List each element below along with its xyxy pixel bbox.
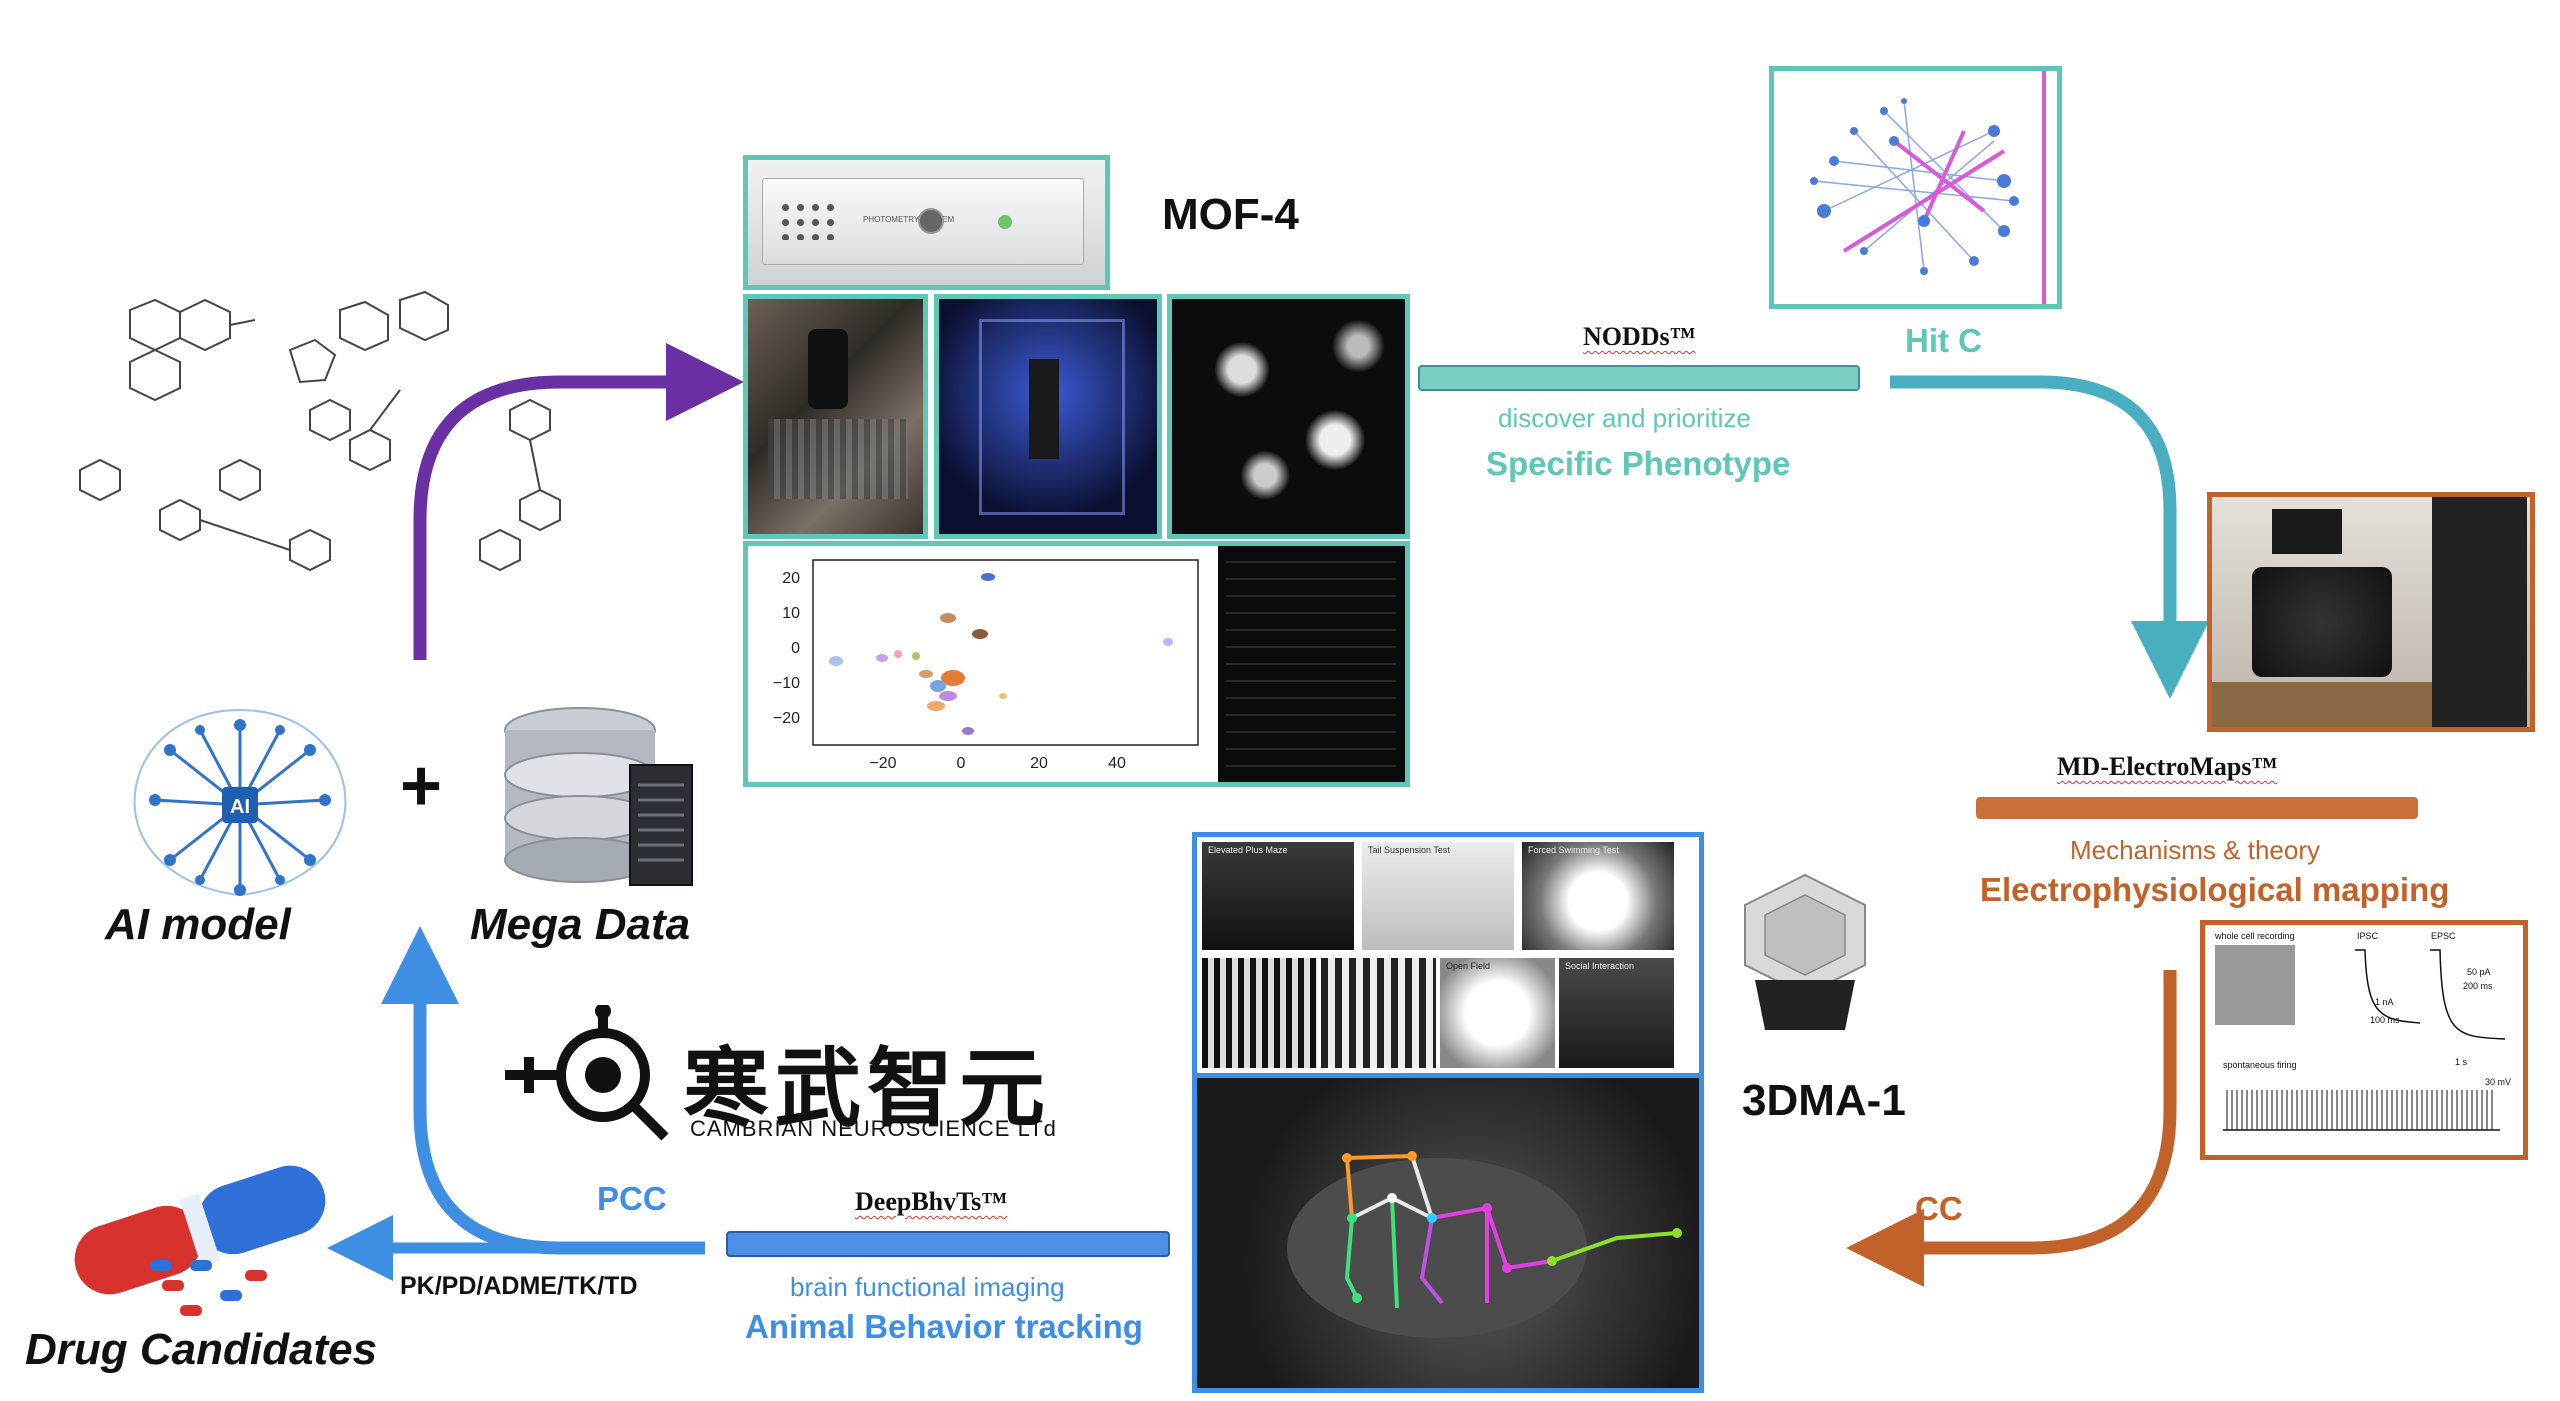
rig-photo-2 (934, 294, 1162, 539)
mv-label: 30 mV (2485, 1077, 2511, 1087)
behavior-test-label: Tail Suspension Test (1368, 845, 1450, 855)
nodds-title: NODDs™ (1583, 322, 1696, 351)
tsne-xtick: 40 (1108, 755, 1126, 772)
logo-chinese: 寒武智元 (683, 1039, 1051, 1139)
electromaps-highlight: Electrophysiological mapping (1980, 871, 2450, 908)
behavior-test-label: Social Interaction (1565, 961, 1635, 971)
tsne-ytick: 0 (791, 640, 800, 657)
tsne-xtick: −20 (869, 755, 896, 772)
purple-arrow (413, 343, 744, 660)
3dma-label: 3DMA-1 (1742, 1076, 1906, 1125)
pcc-label: PCC (597, 1180, 667, 1217)
plus-sign: + (400, 746, 443, 826)
device-text: PHOTOMETRY SYSTEM (863, 215, 955, 224)
spontaneous-label: spontaneous firing (2223, 1060, 2297, 1070)
mega-data-label: Mega Data (470, 900, 691, 949)
ai-brain-icon: AI (133, 708, 347, 897)
deepbhv-title: DeepBhvTs™ (855, 1187, 1008, 1216)
code-terminal (1218, 546, 1405, 782)
tsne-ytick: −20 (773, 710, 800, 727)
whole-cell-label: whole cell recording (2214, 931, 2295, 941)
electrophysiology-traces-image: whole cell recording IPSC EPSC 1 nA 100 … (2200, 920, 2528, 1160)
orange-arrow (1846, 970, 2177, 1287)
um-label: 20 μm (2219, 1029, 2244, 1039)
nodds-subtitle: discover and prioritize (1498, 403, 1751, 433)
cyan-arrow (1890, 375, 2209, 699)
ipsc-label: IPSC (2357, 931, 2379, 941)
deepbhv-subtitle: brain functional imaging (790, 1272, 1065, 1302)
ai-chip-text: AI (230, 796, 250, 818)
nodds-bar (1418, 365, 1860, 391)
deepbhv-highlight: Animal Behavior tracking (745, 1308, 1143, 1345)
tsne-xtick: 0 (957, 755, 966, 772)
electrophysiology-rig-photo (2207, 492, 2535, 732)
rig-photo-1 (743, 294, 928, 539)
electromaps-title: MD-ElectroMaps™ (2057, 752, 2278, 781)
tsne-ytick: 20 (782, 570, 800, 587)
ai-model-label: AI model (105, 900, 291, 949)
electromaps-subtitle: Mechanisms & theory (2070, 835, 2320, 865)
logo-english: CAMBRIAN NEUROSCIENCE LTd (690, 1116, 1057, 1141)
drug-candidates-label: Drug Candidates (25, 1325, 378, 1374)
mof4-label: MOF-4 (1162, 190, 1299, 239)
drug-pills-icon (74, 1165, 326, 1316)
behavior-test-label: Forced Swimming Test (1528, 845, 1619, 855)
database-icon (504, 707, 693, 886)
epsc-label: EPSC (2431, 931, 2456, 941)
network-graph-image (1769, 66, 2062, 309)
cc-label: CC (1915, 1190, 1963, 1227)
ms200-label: 200 ms (2463, 981, 2493, 991)
na-label: 1 nA (2375, 997, 2394, 1007)
tsne-plot: 20 10 0 −10 −20 −20 0 20 40 (743, 541, 1410, 787)
pa-label: 50 pA (2467, 967, 2491, 977)
behavior-test-label: Elevated Plus Maze (1208, 845, 1288, 855)
3dma-device-icon (1744, 873, 1866, 1030)
electromaps-bar (1976, 797, 2418, 819)
pose-tracking-image (1192, 1073, 1704, 1393)
molecule-structures-icon (79, 290, 561, 572)
deepbhv-bar (726, 1231, 1170, 1257)
hit-c-label: Hit C (1905, 322, 1982, 359)
behavior-test-label: Open Field (1446, 961, 1491, 971)
calcium-imaging-photo (1167, 294, 1410, 539)
s1-label: 1 s (2455, 1057, 2468, 1067)
tsne-ytick: 10 (782, 605, 800, 622)
cambrian-logo-icon (505, 1005, 669, 1141)
ms100-label: 100 ms (2370, 1015, 2400, 1025)
tsne-ytick: −10 (773, 675, 800, 692)
behavior-tests-grid: Elevated Plus Maze Tail Suspension Test … (1192, 832, 1704, 1082)
tsne-xtick: 20 (1030, 755, 1048, 772)
pk-label: PK/PD/ADME/TK/TD (400, 1272, 638, 1300)
photometry-device-image: PHOTOMETRY SYSTEM (743, 155, 1110, 290)
nodds-highlight: Specific Phenotype (1486, 445, 1791, 482)
